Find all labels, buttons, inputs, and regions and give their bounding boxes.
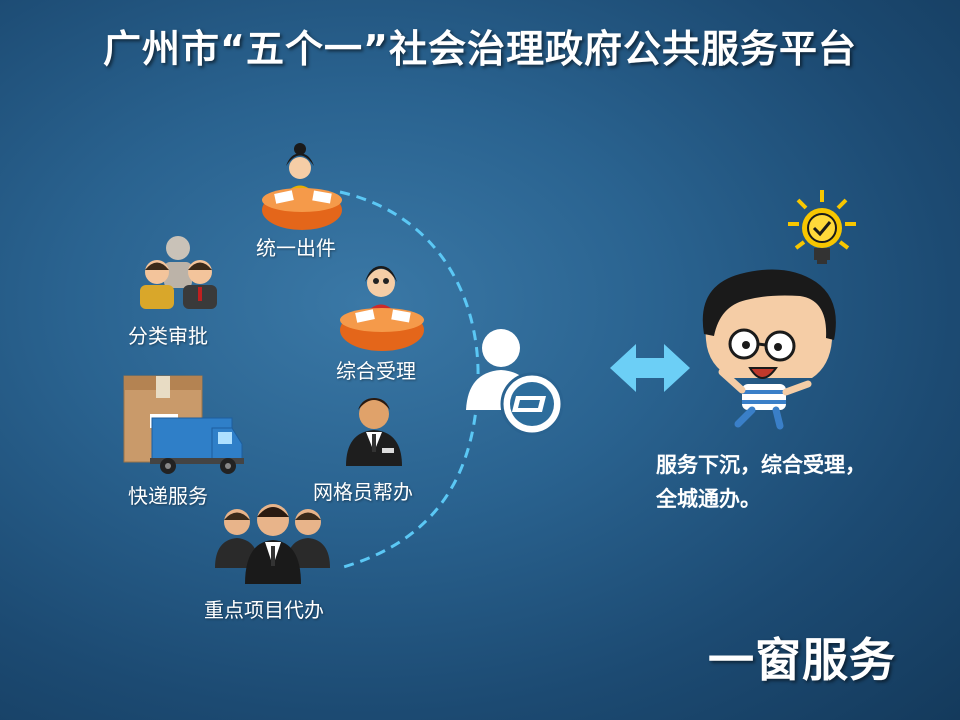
node-label-key-project-agency: 重点项目代办: [204, 598, 324, 622]
service-window-logo-icon: [466, 329, 564, 436]
double-arrow-icon: [610, 344, 690, 392]
business-team-icon: [215, 504, 330, 584]
express-truck-icon: [123, 375, 244, 474]
node-label-classified-approval: 分类审批: [128, 324, 208, 348]
page-title: 广州市“五个一”社会治理政府公共服务平台: [103, 27, 857, 71]
node-label-express-service: 快递服务: [128, 484, 208, 508]
clerk-desk-icon-middle: [340, 266, 424, 351]
lightbulb-icon: [788, 190, 856, 264]
slogan-text: 服务下沉，综合受理， 全城通办。: [656, 448, 866, 516]
cartoon-boy-icon: [702, 269, 836, 430]
node-label-comprehensive-acceptance: 综合受理: [336, 359, 416, 383]
dashed-arc: [339, 190, 480, 570]
grid-worker-icon: [346, 398, 402, 466]
clerk-desk-icon-top: [262, 143, 342, 230]
node-label-unified-issue: 统一出件: [256, 236, 336, 260]
approval-group-icon: [140, 236, 217, 309]
slogan-line-1: 服务下沉，综合受理，: [656, 453, 866, 477]
node-label-grid-worker-help: 网格员帮办: [313, 480, 413, 504]
footer-title: 一窗服务: [708, 633, 896, 687]
slogan-line-2: 全城通办。: [656, 487, 761, 511]
